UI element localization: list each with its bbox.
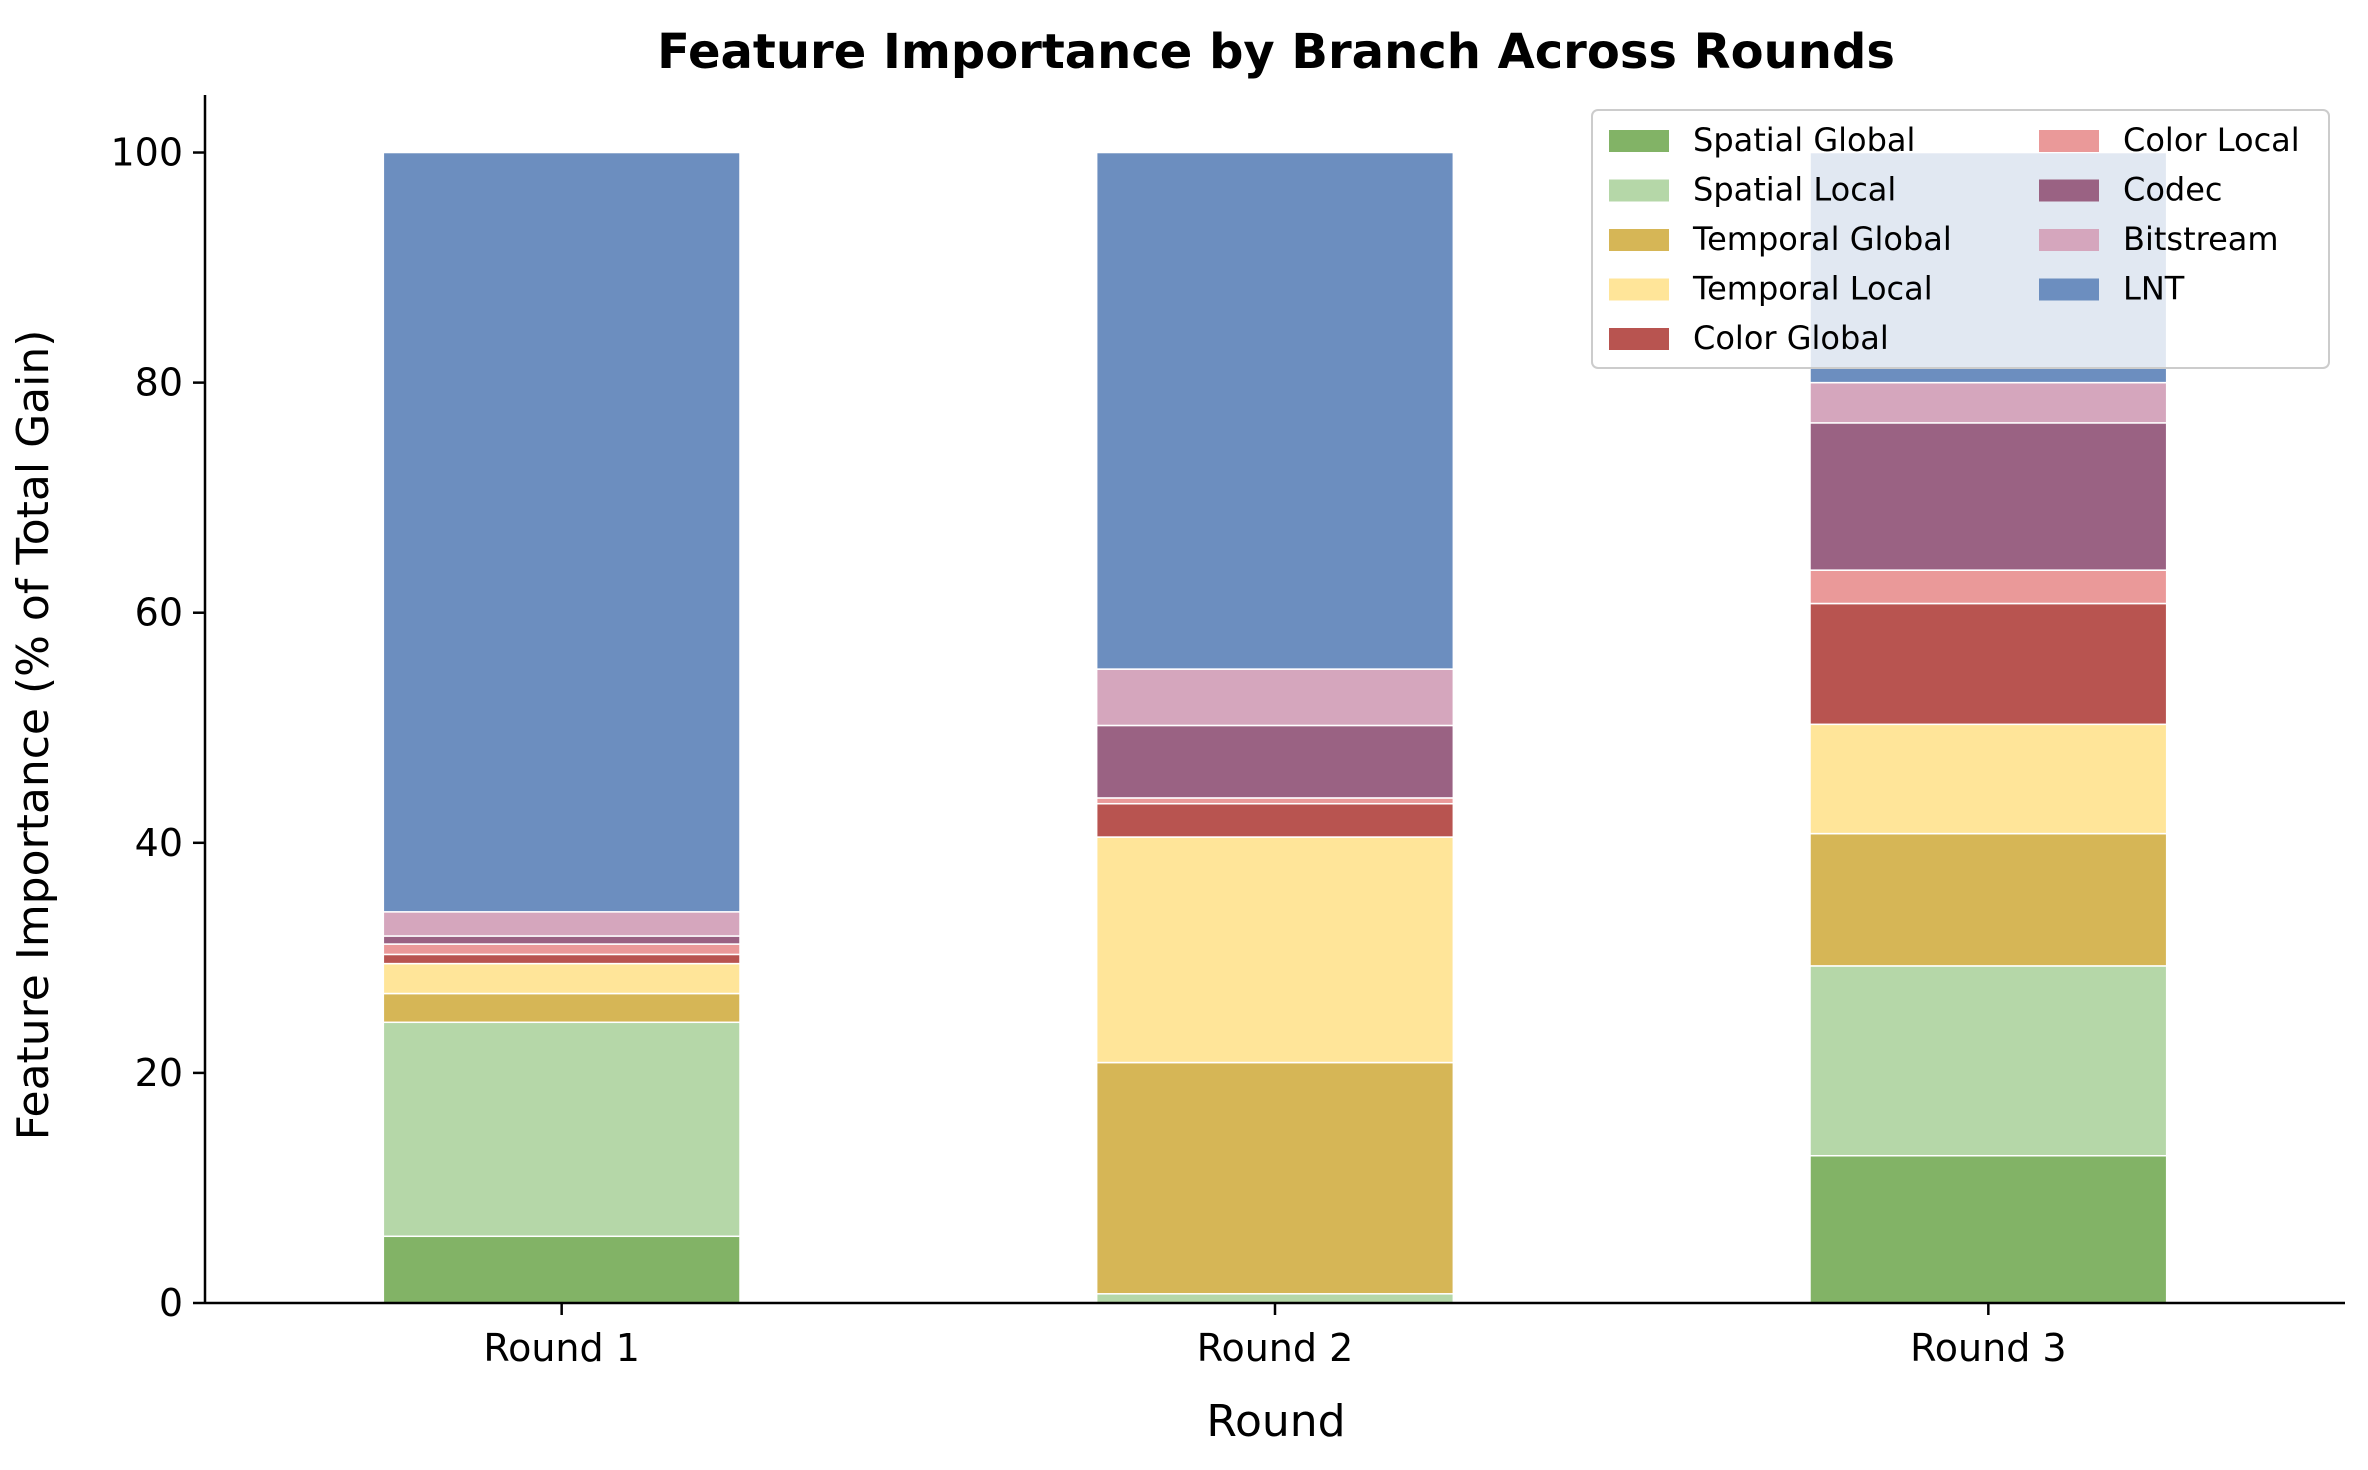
chart-title: Feature Importance by Branch Across Roun…: [657, 24, 1895, 80]
legend-swatch-spatial-global: [1609, 130, 1669, 152]
bar-temporal-local-round-3: [1809, 723, 2168, 835]
legend-swatch-lnt: [2039, 278, 2099, 301]
bar-temporal-global-round-1: [382, 992, 741, 1024]
legend-label-spatial-local: Spatial Local: [1693, 171, 1896, 209]
y-tick-label-40: 40: [135, 821, 183, 865]
bar-spatial-global-round-1: [382, 1235, 741, 1304]
y-tick-label-60: 60: [135, 591, 183, 635]
bar-temporal-global-round-3: [1809, 832, 2168, 967]
legend-label-codec: Codec: [2123, 171, 2223, 209]
x-axis-title: Round: [1206, 1396, 1345, 1447]
bar-color-global-round-3: [1809, 602, 2168, 726]
legend-swatch-color-global: [1609, 328, 1669, 350]
bar-color-local-round-2: [1095, 797, 1455, 805]
legend-box: [1591, 109, 2330, 369]
legend-swatch-color-local: [2039, 130, 2099, 152]
legend-swatch-codec: [2039, 179, 2099, 202]
legend-swatch-spatial-local: [1609, 179, 1669, 202]
bar-color-local-round-3: [1809, 569, 2168, 605]
bar-temporal-local-round-2: [1095, 836, 1455, 1064]
x-tick-label-round-2: Round 2: [1197, 1326, 1354, 1370]
bar-bitstream-round-1: [382, 911, 741, 937]
x-tick-label-round-1: Round 1: [483, 1326, 640, 1370]
legend-label-temporal-global: Temporal Global: [1692, 220, 1952, 258]
legend-label-bitstream: Bitstream: [2123, 220, 2279, 258]
y-axis-title: Feature Importance (% of Total Gain): [8, 330, 59, 1141]
bar-temporal-global-round-2: [1095, 1061, 1455, 1295]
bar-color-local-round-1: [382, 943, 741, 956]
bar-spatial-local-round-3: [1809, 965, 2168, 1157]
bar-lnt-round-1: [382, 151, 741, 913]
bar-bitstream-round-2: [1095, 668, 1455, 727]
x-tick-label-round-3: Round 3: [1910, 1326, 2067, 1370]
bar-spatial-global-round-3: [1809, 1154, 2168, 1304]
legend-label-lnt: LNT: [2123, 270, 2185, 308]
legend-label-temporal-local: Temporal Local: [1692, 270, 1933, 308]
bar-color-global-round-1: [382, 953, 741, 965]
bar-temporal-local-round-1: [382, 962, 741, 995]
y-tick-label-100: 100: [110, 131, 183, 175]
bar-spatial-local-round-1: [382, 1021, 741, 1238]
bars-layer: [382, 151, 2168, 1304]
bar-codec-round-3: [1809, 422, 2168, 571]
y-tick-label-20: 20: [135, 1051, 183, 1095]
bar-color-global-round-2: [1095, 802, 1455, 838]
legend-swatch-temporal-local: [1609, 278, 1669, 301]
y-tick-label-80: 80: [135, 361, 183, 405]
legend-label-spatial-global: Spatial Global: [1693, 121, 1915, 159]
legend-swatch-bitstream: [2039, 229, 2099, 251]
legend-label-color-local: Color Local: [2123, 121, 2300, 159]
bar-bitstream-round-3: [1809, 381, 2168, 424]
bar-codec-round-2: [1095, 724, 1455, 799]
bar-lnt-round-2: [1095, 151, 1455, 670]
legend-label-color-global: Color Global: [1693, 319, 1889, 357]
legend-swatch-temporal-global: [1609, 229, 1669, 251]
bar-codec-round-1: [382, 935, 741, 945]
y-tick-label-0: 0: [159, 1281, 183, 1325]
bar-spatial-local-round-2: [1095, 1293, 1455, 1304]
